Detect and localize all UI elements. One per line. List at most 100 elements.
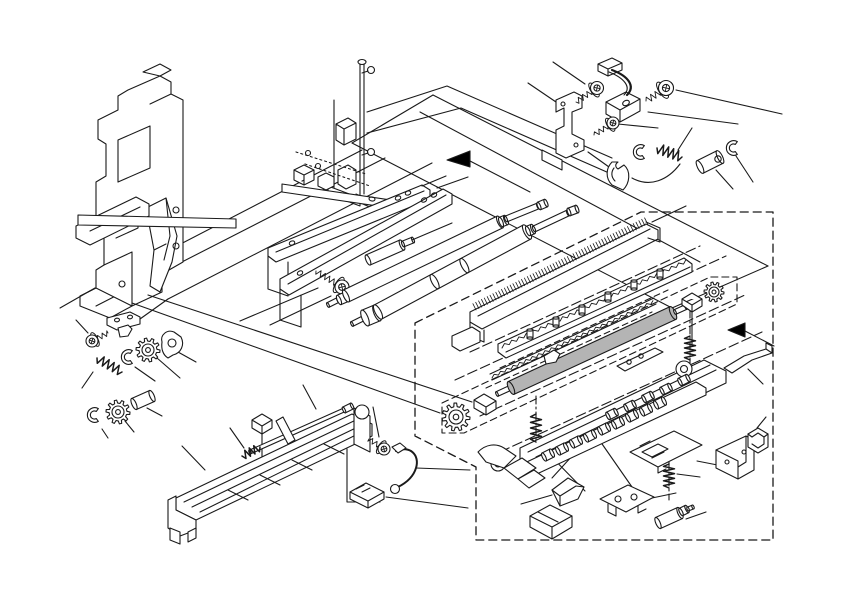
feed-roller-step [524,225,532,237]
channel-rib [259,474,281,486]
sensor-rod [359,61,365,197]
transfer-roller-dashed-callout [441,276,738,434]
tapping-screw-slot [380,448,388,450]
sensor-mount-foot [541,149,563,171]
frame-foot-brace [79,287,133,319]
bracket-hole [724,459,730,465]
leader-line [520,494,553,505]
connector-prong [355,484,371,493]
mount-bar-hole [368,196,376,202]
cluster-roller [130,397,138,411]
bushing-bore [714,155,722,163]
tapping-screw-slot [611,119,615,127]
registration-roller-body [341,289,351,303]
stud-roller-tip [400,240,406,248]
leader-line [177,351,197,363]
leader-line [134,366,156,382]
frame-left-foot [503,457,537,480]
pinch-roller [649,390,655,400]
feed-roller-body-ring [429,273,440,290]
pinch-roller [540,452,548,462]
leader-line [617,123,659,129]
rail-hole [430,192,438,198]
channel-right-boss [354,404,370,420]
ground-wire-terminal [389,483,401,495]
cluster-cam-hub [167,338,177,348]
pinch-roller [685,373,691,383]
leader-line [677,127,693,151]
leader-line [599,440,633,488]
leader-line [269,295,332,326]
pinch-roller [568,439,576,449]
tapping-screw-slot [595,84,599,92]
feed-roller-end [566,207,572,217]
leader-line [552,61,586,85]
viewpoint-arrow [727,322,746,338]
terminal-screw [638,353,644,359]
leader-line [715,169,734,190]
terminal-screw [626,359,632,365]
transfer-roller-shaft [495,391,499,397]
pinch-roller [646,403,654,413]
pinch-roller [631,399,637,409]
leader-line [302,384,317,410]
plate-hole [126,314,134,320]
rail-hole [420,197,428,203]
e-ring [632,144,645,160]
ground-plate [629,430,703,468]
tapping-screw-head-recess [593,84,601,92]
cluster-clip-small [117,324,133,338]
sensor-rod-cap [357,58,367,66]
sensor-plate [599,484,655,513]
actuator-spring [241,444,261,460]
alignment-mark [304,149,312,157]
platform-edge [351,94,434,144]
pressure-spring [662,463,676,489]
sensor-window [622,99,630,107]
alignment-dash-line [499,289,669,369]
platform-edge [167,162,433,300]
leader-line [131,302,441,414]
viewpoint-arrow-line [744,330,775,347]
e-ring [86,407,99,423]
transfer-drive-gear [441,402,471,432]
leader-line [156,357,181,379]
bracket-hole [573,142,579,148]
sensor-plate-hole [614,495,622,503]
idler-roller-collar [678,507,684,517]
leader-line [436,176,469,189]
mounting-screw-slot [338,285,346,289]
alignment-dash-line [479,294,746,417]
pinch-roller [604,422,612,432]
u-clip-detail [747,432,769,449]
pinch-roller [613,407,619,417]
actuator-vane [275,416,296,445]
wire-lug [391,442,407,454]
coil-spring [96,356,123,376]
channel-rib [291,459,313,471]
rod-screw-shank [361,152,369,156]
bushing [695,160,705,174]
charge-unit-comb [472,217,649,311]
pinch-roller [582,433,590,443]
discharge-plate-post [526,328,534,332]
feed-roller-end [574,204,580,214]
sensor-flag-link-wire [631,163,681,183]
pinch-roller [605,411,611,421]
channel-rib [227,489,249,501]
registration-roller-shaft [503,215,509,223]
transfer-bearing-block [681,292,703,313]
leader-line [146,407,163,417]
transfer-drive-gear-hub [708,286,720,298]
idler-roller-stub [686,506,690,512]
platform-edge [351,142,673,309]
frame-hook-clip [543,349,561,365]
alignment-mark [314,162,322,170]
sensor-flag [606,161,630,191]
pinch-roller [562,442,570,452]
leader-line [651,492,677,499]
leader-line [124,420,135,433]
pinch-roller [554,446,562,456]
frame-end-boss [675,360,693,378]
